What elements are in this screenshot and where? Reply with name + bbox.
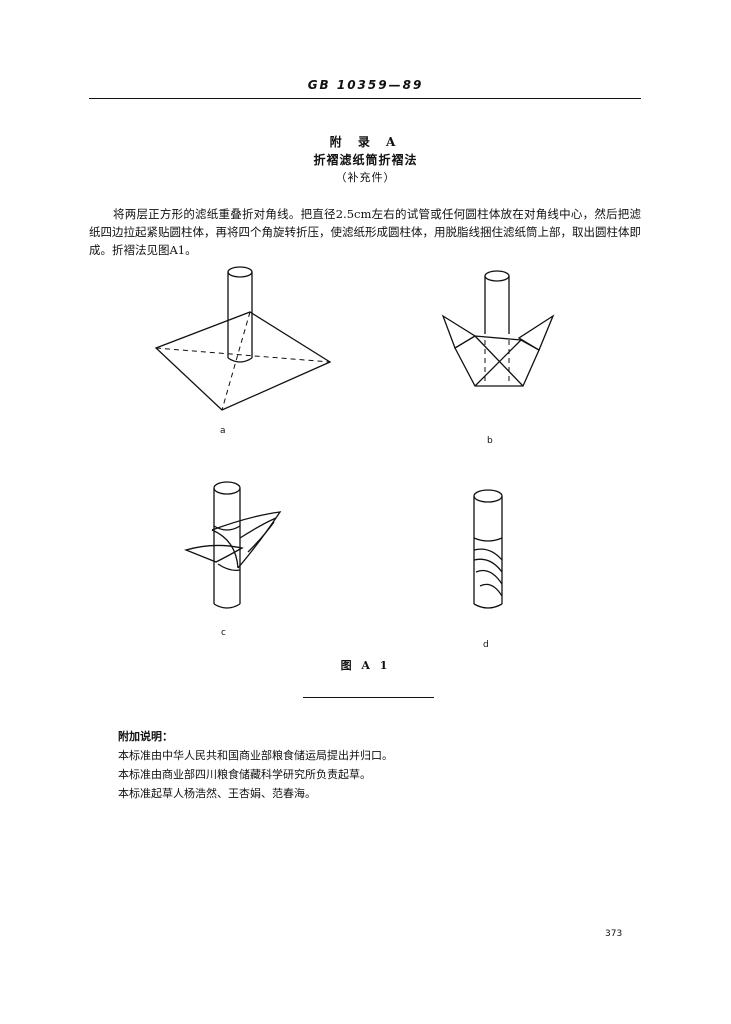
sub-figure-label-d: d — [483, 640, 489, 650]
notes-line: 本标准由商业部四川粮食储藏科学研究所负责起草。 — [118, 768, 371, 781]
notes-heading: 附加说明： — [118, 730, 173, 743]
illustration-d — [473, 489, 503, 609]
end-rule — [303, 697, 434, 698]
illustration-a — [154, 266, 332, 411]
additional-notes: 附加说明： 本标准由中华人民共和国商业部粮食储运局提出并归口。 本标准由商业部四… — [118, 727, 618, 803]
sub-figure-label-a: a — [220, 426, 226, 436]
notes-line: 本标准起草人杨浩然、王杏娟、范春海。 — [118, 787, 316, 800]
appendix-subtitle: 折褶滤纸筒折褶法 — [313, 153, 418, 167]
illustration-c — [183, 481, 282, 609]
standard-code: GB 10359—89 — [307, 78, 424, 92]
appendix-title: 附 录 A — [329, 135, 402, 149]
header-rule — [89, 98, 641, 99]
sub-figure-label-b: b — [487, 436, 493, 446]
illustration-b — [441, 270, 555, 387]
page-number: 373 — [605, 929, 623, 939]
figure-caption: 图 A 1 — [340, 659, 391, 672]
sub-figure-label-c: c — [221, 628, 226, 638]
figure-a1: a b c d — [120, 258, 600, 658]
notes-line: 本标准由中华人民共和国商业部粮食储运局提出并归口。 — [118, 749, 393, 762]
appendix-note: （补充件） — [335, 171, 396, 184]
body-paragraph: 将两层正方形的滤纸重叠折对角线。把直径2.5cm左右的试管或任何圆柱体放在对角线… — [89, 207, 641, 257]
